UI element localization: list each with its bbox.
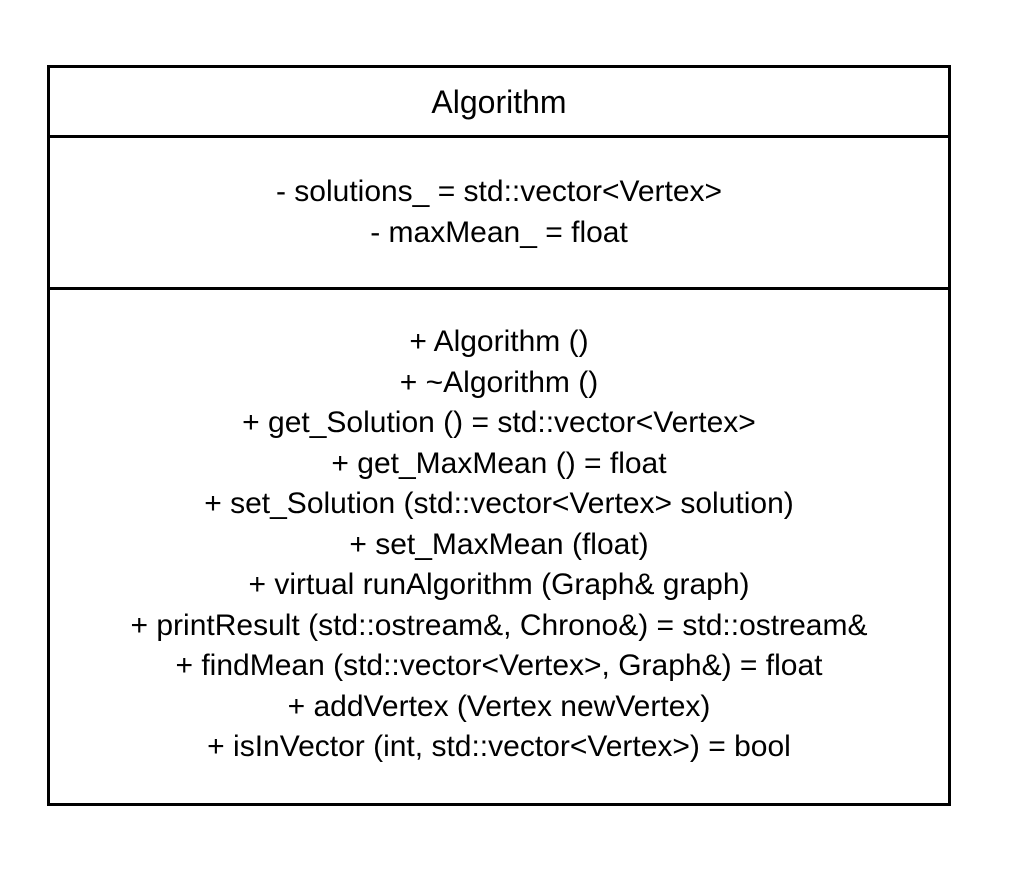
- operation-get-max-mean: + get_MaxMean () = float: [331, 446, 667, 480]
- operation-print-result: + printResult (std::ostream&, Chrono&) =…: [130, 608, 868, 642]
- operations-compartment: + Algorithm () + ~Algorithm () + get_Sol…: [50, 290, 948, 768]
- attribute-max-mean: - maxMean_ = float: [370, 215, 628, 249]
- attribute-solutions: - solutions_ = std::vector<Vertex>: [275, 175, 723, 208]
- operation-run-algorithm: + virtual runAlgorithm (Graph& graph): [248, 568, 750, 601]
- class-name-compartment: Algorithm: [50, 68, 948, 138]
- operation-set-max-mean: + set_MaxMean (float): [349, 527, 649, 561]
- attributes-compartment: - solutions_ = std::vector<Vertex> - max…: [50, 138, 948, 290]
- operation-is-in-vector: + isInVector (int, std::vector<Vertex>) …: [207, 730, 791, 763]
- operation-find-mean: + findMean (std::vector<Vertex>, Graph&)…: [175, 649, 823, 682]
- operation-add-vertex: + addVertex (Vertex newVertex): [287, 689, 711, 723]
- class-name: Algorithm: [431, 83, 567, 120]
- operation-constructor: + Algorithm (): [409, 325, 589, 358]
- operation-destructor: + ~Algorithm (): [399, 365, 599, 399]
- operation-get-solution: + get_Solution () = std::vector<Vertex>: [242, 406, 756, 439]
- operation-set-solution: + set_Solution (std::vector<Vertex> solu…: [204, 487, 794, 520]
- uml-class-box: Algorithm - solutions_ = std::vector<Ver…: [47, 65, 951, 806]
